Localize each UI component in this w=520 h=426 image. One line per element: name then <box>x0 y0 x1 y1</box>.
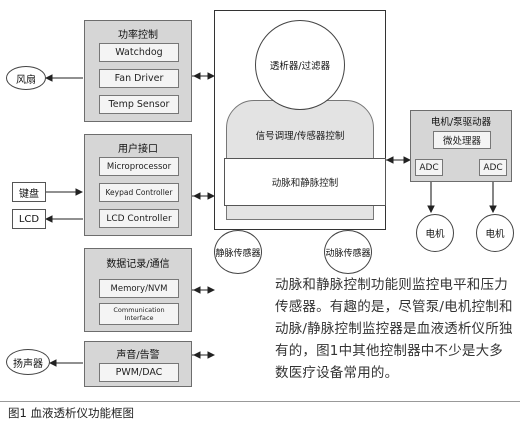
data-logging-title: 数据记录/通信 <box>106 259 170 270</box>
lcd-controller-block: LCD Controller <box>99 209 179 228</box>
adc-left-block: ADC <box>415 159 443 176</box>
caption-divider <box>0 401 520 402</box>
user-interface-group: 用户接口 Microprocessor Keypad Controller LC… <box>84 134 192 236</box>
arterial-venous-control: 动脉和静脉控制 <box>224 158 386 206</box>
description-paragraph: 动脉和静脉控制功能则监控电平和压力传感器。有趣的是，尽管泵/电机控制和动脉/静脉… <box>275 277 513 381</box>
motor-right: 电机 <box>476 214 514 252</box>
signal-conditioning-label: 信号调理/传感器控制 <box>255 131 345 142</box>
motor-pump-driver-group: 电机/泵驱动器 微处理器 ADC ADC <box>410 110 512 182</box>
sound-alarm-title: 声音/告警 <box>116 350 160 361</box>
dialyzer-filter: 透析器/过滤器 <box>255 20 345 110</box>
user-interface-title: 用户接口 <box>118 144 158 155</box>
motor-left: 电机 <box>416 214 454 252</box>
motor-microprocessor-block: 微处理器 <box>433 131 491 149</box>
power-control-title: 功率控制 <box>118 30 158 41</box>
adc-right-block: ADC <box>479 159 507 176</box>
temp-sensor-block: Temp Sensor <box>99 95 179 114</box>
sound-alarm-group: 声音/告警 PWM/DAC <box>84 341 192 387</box>
data-logging-group: 数据记录/通信 Memory/NVM Communication Interfa… <box>84 248 192 332</box>
fan-driver-block: Fan Driver <box>99 69 179 88</box>
keyboard-node: 键盘 <box>12 182 46 202</box>
motor-pump-title: 电机/泵驱动器 <box>430 117 492 128</box>
communication-interface-block: Communication Interface <box>99 303 179 325</box>
lcd-node: LCD <box>12 209 46 229</box>
fan-node: 风扇 <box>6 66 46 90</box>
venous-sensor: 静脉传感器 <box>214 230 262 274</box>
pwm-dac-block: PWM/DAC <box>99 363 179 382</box>
figure-caption: 图1 血液透析仪功能框图 <box>8 406 134 420</box>
microprocessor-block: Microprocessor <box>99 157 179 176</box>
keypad-controller-block: Keypad Controller <box>99 183 179 202</box>
arterial-sensor: 动脉传感器 <box>324 230 372 274</box>
watchdog-block: Watchdog <box>99 43 179 62</box>
power-control-group: 功率控制 Watchdog Fan Driver Temp Sensor <box>84 20 192 122</box>
speaker-node: 扬声器 <box>6 349 50 375</box>
memory-nvm-block: Memory/NVM <box>99 279 179 298</box>
